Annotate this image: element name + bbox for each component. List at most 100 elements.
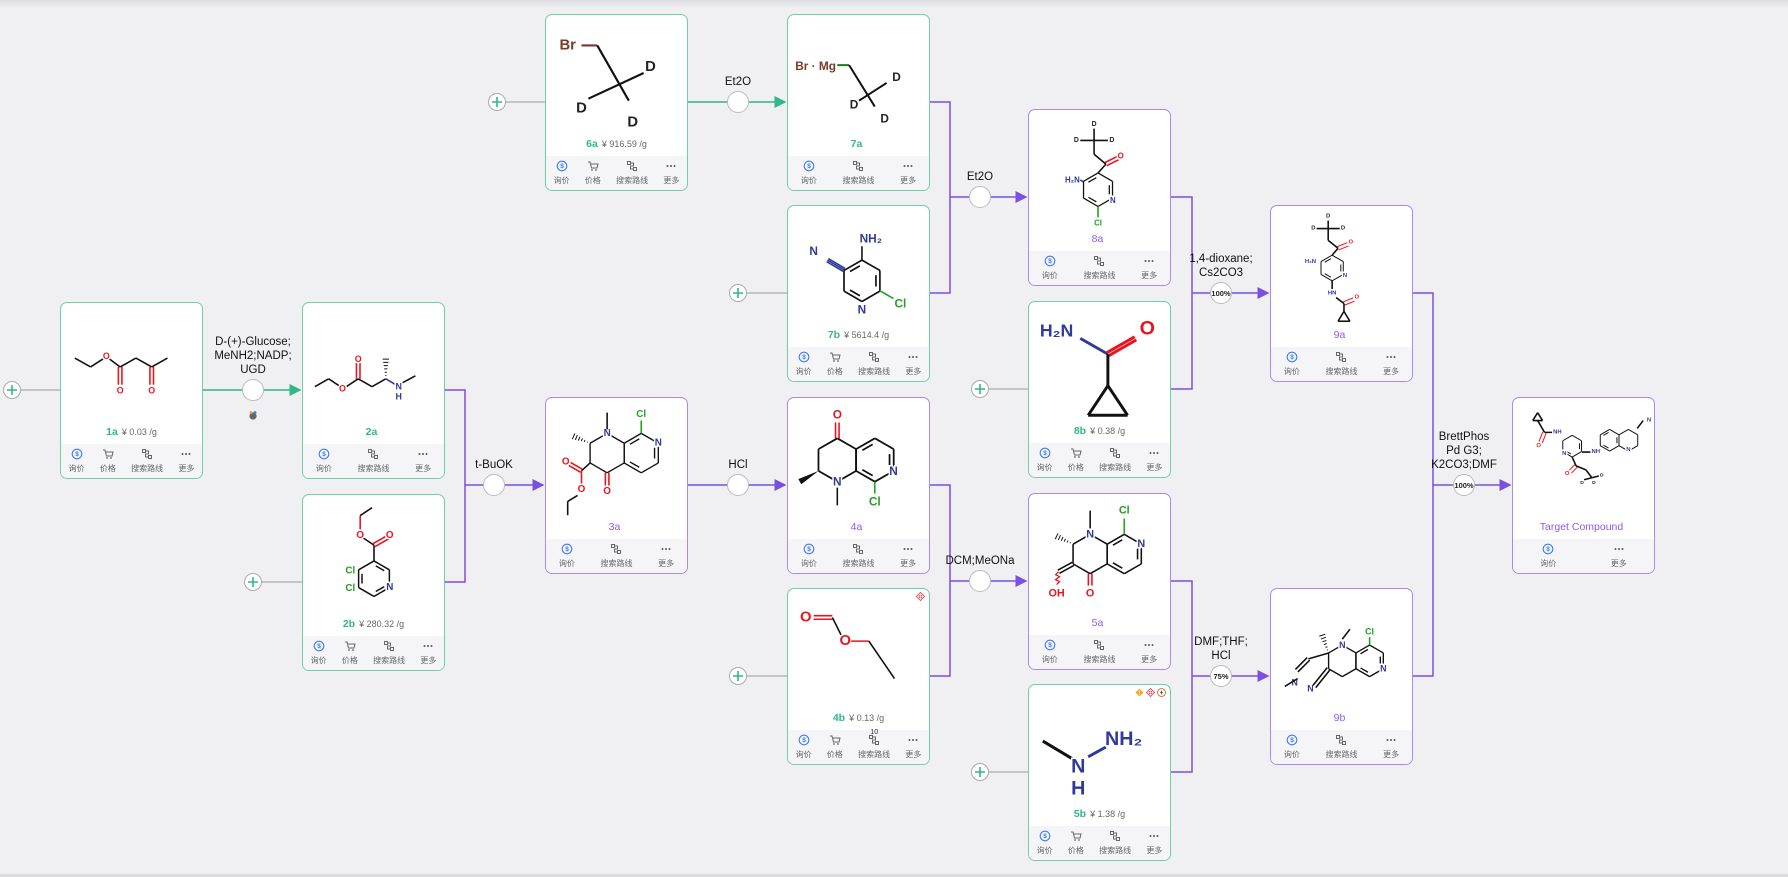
compound-id[interactable]: 2b <box>342 618 356 630</box>
price-button[interactable]: 价格 <box>585 160 601 186</box>
inquiry-button[interactable]: $询价 <box>1037 447 1053 473</box>
reaction-node[interactable] <box>727 474 749 496</box>
compound-id[interactable]: 5a <box>1091 617 1104 629</box>
inquiry-button[interactable]: $询价 <box>316 448 332 474</box>
compound-id[interactable]: 7a <box>850 138 863 150</box>
search-route-button[interactable]: 搜索路线 <box>616 160 648 186</box>
inquiry-button[interactable]: $询价 <box>801 543 817 569</box>
inquiry-button[interactable]: $询价 <box>69 448 85 474</box>
more-button[interactable]: 更多 <box>663 160 679 186</box>
price-button[interactable]: 价格 <box>100 448 116 474</box>
compound-id[interactable]: Target Compound <box>1539 521 1624 533</box>
compound-id[interactable]: 6a <box>586 138 598 150</box>
compound-id[interactable]: 8a <box>1091 233 1104 245</box>
inquiry-button[interactable]: $询价 <box>1037 830 1053 856</box>
inquiry-button[interactable]: $询价 <box>1042 255 1058 281</box>
search-route-button[interactable]: 搜索路线 <box>1325 351 1357 377</box>
molecule-structure[interactable]: OO <box>788 589 929 711</box>
price-button[interactable]: 价格 <box>1068 830 1084 856</box>
search-route-button[interactable]: 搜索路线 <box>600 543 632 569</box>
search-route-button[interactable]: 搜索路线 <box>858 351 890 377</box>
more-button[interactable]: 更多 <box>905 734 921 760</box>
search-route-button[interactable]: 搜索路线 <box>1099 830 1131 856</box>
reaction-node[interactable] <box>969 570 991 592</box>
inquiry-button[interactable]: $询价 <box>1284 351 1300 377</box>
compound-id[interactable]: 2a <box>365 426 378 438</box>
inquiry-button[interactable]: $询价 <box>796 351 812 377</box>
price-button[interactable]: 价格 <box>1068 447 1084 473</box>
search-route-button[interactable]: 搜索路线 <box>373 640 405 666</box>
inquiry-button[interactable]: $询价 <box>559 543 575 569</box>
more-button[interactable]: 更多 <box>1146 830 1162 856</box>
search-route-button[interactable]: 搜索路线 <box>1083 639 1115 665</box>
search-route-button[interactable]: 搜索路线 <box>357 448 389 474</box>
compound-id[interactable]: 4b <box>832 712 846 724</box>
compound-id[interactable]: 4a <box>850 521 863 533</box>
reaction-node[interactable]: 100% <box>1453 474 1475 496</box>
more-button[interactable]: 更多 <box>1383 351 1399 377</box>
inquiry-button[interactable]: $询价 <box>1284 734 1300 760</box>
compound-id[interactable]: 5b <box>1073 808 1087 820</box>
more-button[interactable]: 更多 <box>420 640 436 666</box>
compound-id[interactable]: 9b <box>1333 712 1346 724</box>
search-route-button[interactable]: 搜索路线 <box>1099 447 1131 473</box>
more-button[interactable]: 更多 <box>900 160 916 186</box>
inquiry-button[interactable]: $询价 <box>1540 543 1556 569</box>
search-route-button[interactable]: 搜索路线 <box>1325 734 1357 760</box>
more-button[interactable]: 更多 <box>658 543 674 569</box>
add-precursor-button[interactable] <box>3 381 21 399</box>
price-button[interactable]: 价格 <box>827 351 843 377</box>
add-precursor-button[interactable] <box>729 667 747 685</box>
search-route-button[interactable]: 搜索路线 <box>131 448 163 474</box>
price-button[interactable]: 价格 <box>342 640 358 666</box>
inquiry-button[interactable]: $询价 <box>311 640 327 666</box>
compound-id[interactable]: 7b <box>827 329 841 341</box>
more-button[interactable]: 更多 <box>905 351 921 377</box>
add-precursor-button[interactable] <box>971 380 989 398</box>
more-button[interactable]: 更多 <box>1141 639 1157 665</box>
more-button[interactable]: 更多 <box>1146 447 1162 473</box>
reaction-node[interactable]: 100% <box>1210 282 1232 304</box>
compound-id[interactable]: 3a <box>608 521 621 533</box>
more-button[interactable]: 更多 <box>1141 255 1157 281</box>
compound-id[interactable]: 1a <box>106 426 118 438</box>
search-route-button[interactable]: 搜索路线 <box>842 543 874 569</box>
more-button[interactable]: 更多 <box>1611 543 1627 569</box>
more-button[interactable]: 更多 <box>1383 734 1399 760</box>
reaction-node[interactable] <box>969 186 991 208</box>
compound-id[interactable]: 9a <box>1333 329 1346 341</box>
inquiry-button[interactable]: $询价 <box>796 734 812 760</box>
price-button[interactable]: 价格 <box>827 734 843 760</box>
inquiry-button[interactable]: $询价 <box>801 160 817 186</box>
search-route-button[interactable]: 搜索路线 <box>1083 255 1115 281</box>
add-precursor-button[interactable] <box>488 93 506 111</box>
add-precursor-button[interactable] <box>971 763 989 781</box>
reaction-node[interactable]: 75% <box>1210 665 1232 687</box>
inquiry-button[interactable]: $询价 <box>1042 639 1058 665</box>
add-precursor-button[interactable] <box>729 284 747 302</box>
